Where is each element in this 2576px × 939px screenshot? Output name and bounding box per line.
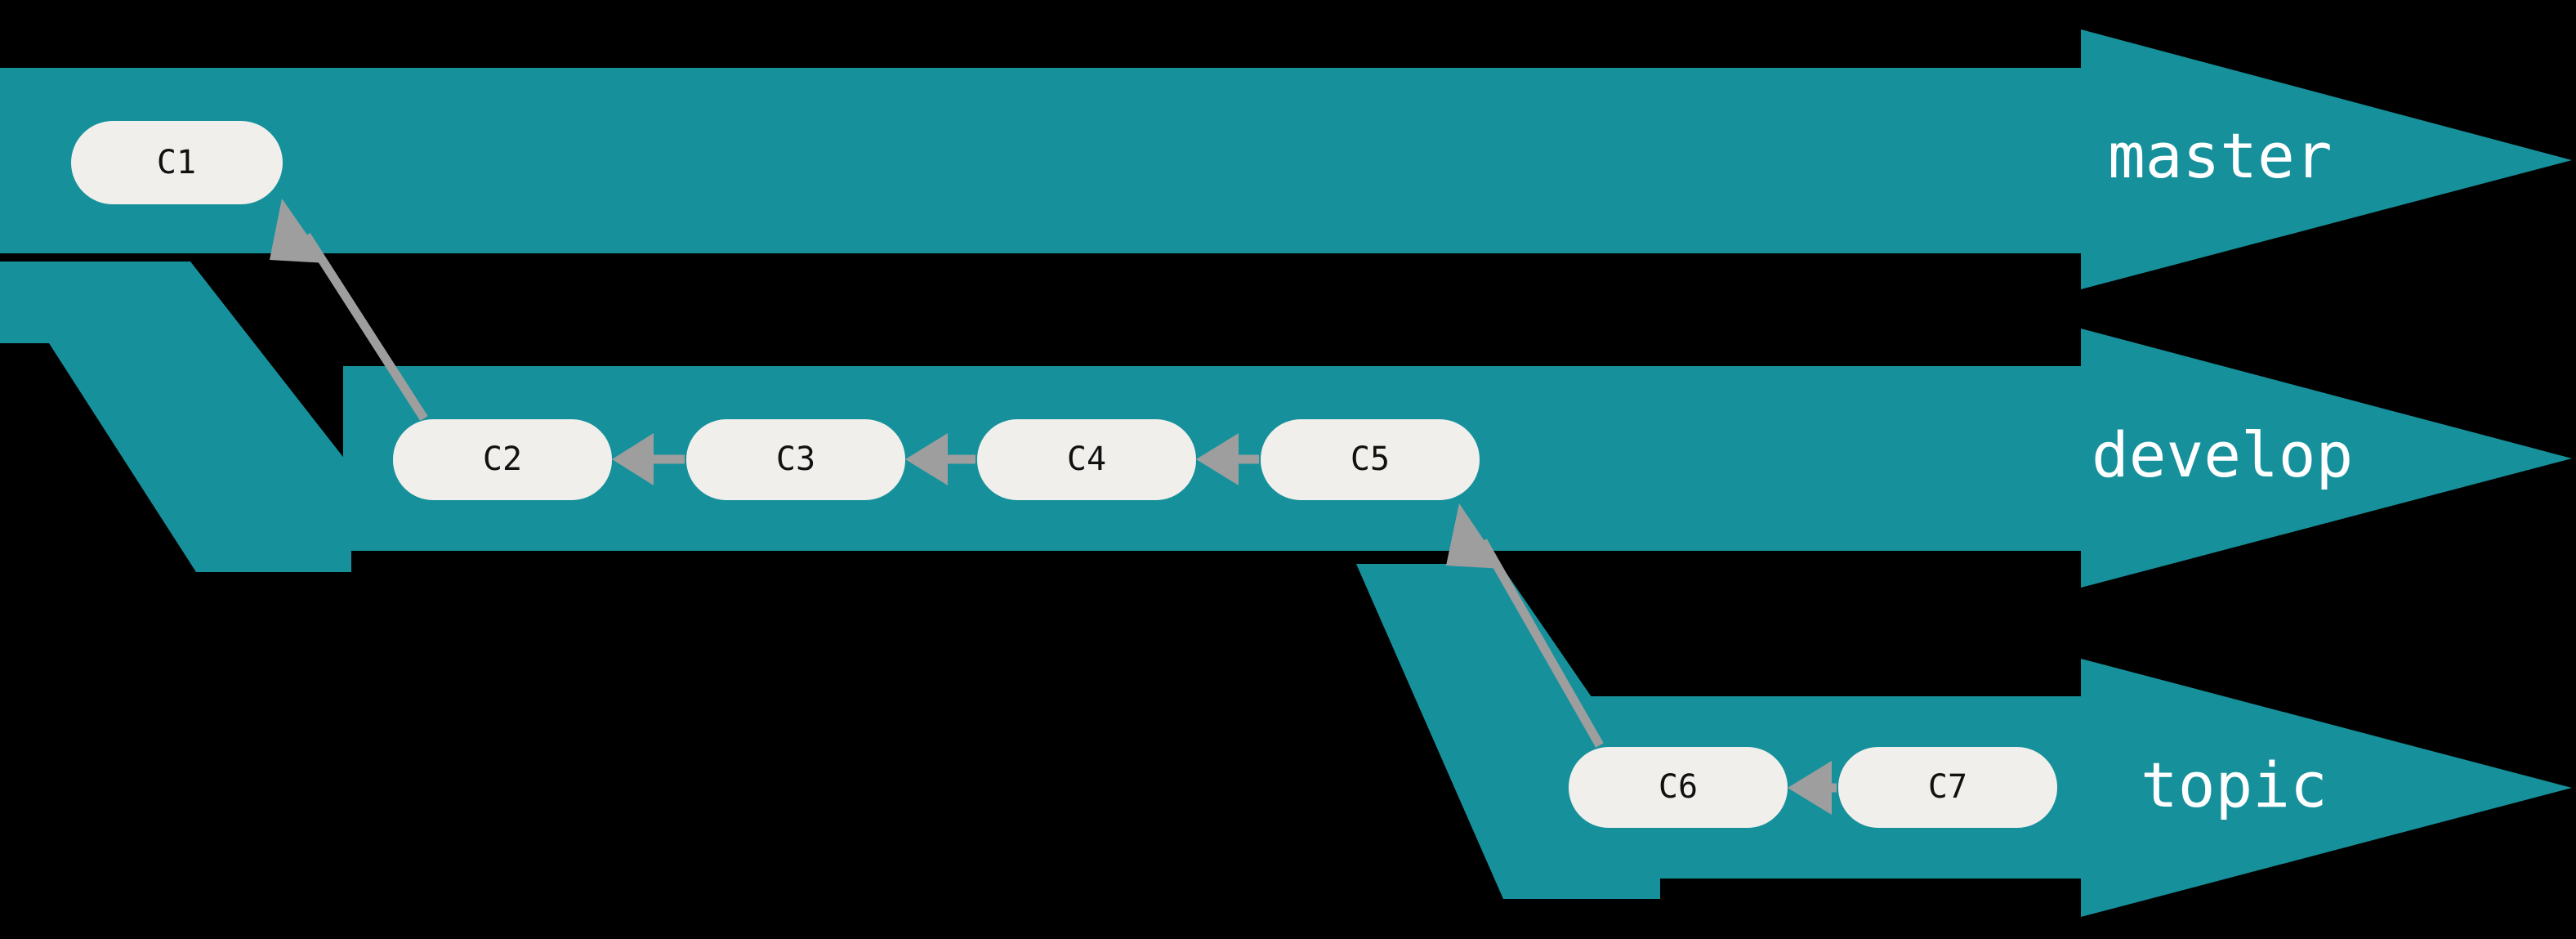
branch-master-label: master [2108,119,2333,192]
edge-c2-to-c1 [270,199,428,421]
branch-master[interactable]: master [0,29,2572,289]
edge-c6-to-c5-line [1479,539,1604,748]
edge-c7-to-c6 [1788,761,1837,815]
branch-connectors [0,68,1660,899]
commit-node-c7-label: C7 [1928,768,1967,806]
branch-master-body [0,68,2083,253]
branch-develop-arrowhead [2081,329,2572,588]
commit-node-c3-label: C3 [776,440,815,478]
commit-node-c3-shape [686,419,905,500]
commit-node-c6[interactable]: C6 [1569,747,1788,828]
branch-develop-label: develop [2092,418,2353,491]
commit-node-c3[interactable]: C3 [686,419,905,500]
edge-c3-to-c2 [612,433,685,485]
edge-c5-to-c4-arrowhead [1196,433,1239,485]
connector-master-to-develop [0,68,351,572]
commit-node-c4-shape [977,419,1196,500]
commit-node-c2-shape [393,419,612,500]
edge-c2-to-c1-arrowhead [270,199,327,263]
commit-node-c1-label: C1 [157,144,196,181]
branch-topic-arrowhead [2081,659,2572,917]
edge-c6-to-c5 [1446,503,1604,748]
commit-node-c6-shape [1569,747,1788,828]
edge-c6-to-c5-arrowhead [1446,503,1503,569]
edge-c3-to-c2-arrowhead [612,433,654,485]
commit-node-c6-label: C6 [1659,768,1698,806]
commit-node-c1-shape [71,121,283,204]
commit-node-c5-label: C5 [1351,440,1390,478]
connector-develop-to-topic [1307,366,1660,899]
branch-master-arrowhead [2081,29,2572,289]
commit-edges [270,199,1837,815]
commit-node-c2[interactable]: C2 [393,419,612,500]
edge-c7-to-c6-arrowhead [1788,761,1832,815]
commit-node-c1[interactable]: C1 [71,121,283,204]
edge-c4-to-c3 [905,433,975,485]
commit-node-c5[interactable]: C5 [1261,419,1480,500]
branch-topic-label: topic [2141,749,2328,821]
edge-c2-to-c1-line [302,233,428,421]
commit-node-c7-shape [1838,747,2057,828]
commit-node-c5-shape [1261,419,1480,500]
commit-nodes: C1 C2 C3 C4 C5 C6 [71,121,2057,828]
commit-node-c4-label: C4 [1067,440,1106,478]
commit-node-c4[interactable]: C4 [977,419,1196,500]
edge-c4-to-c3-arrowhead [905,433,948,485]
edge-c5-to-c4 [1196,433,1259,485]
commit-node-c2-label: C2 [483,440,522,478]
commit-node-c7[interactable]: C7 [1838,747,2057,828]
